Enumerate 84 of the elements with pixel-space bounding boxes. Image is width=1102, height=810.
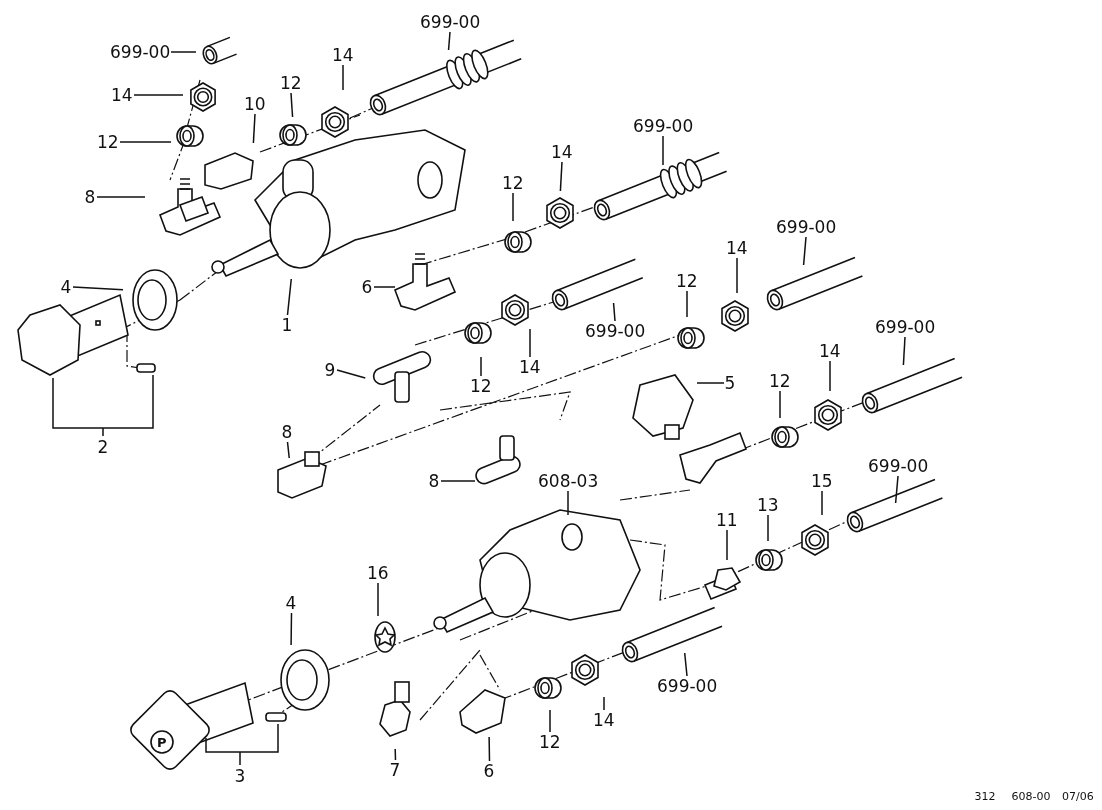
leader-line [286, 278, 292, 316]
callout-number: 15 [810, 471, 834, 491]
callout-number: 12 [469, 376, 493, 396]
leader-line [529, 328, 531, 358]
leader-line [612, 302, 616, 322]
leader-line [902, 336, 906, 366]
leader-line [480, 356, 482, 377]
leader-line [394, 748, 397, 761]
leader-line [829, 360, 831, 392]
callout-number: 12 [538, 732, 562, 752]
leader-line [96, 196, 146, 198]
leader-line [447, 31, 451, 51]
callout-number: 14 [518, 357, 542, 377]
callout-number: 699-00 [775, 217, 838, 237]
callout-number: 7 [388, 760, 402, 780]
leader-line [512, 192, 514, 222]
leader-line [683, 652, 688, 677]
callout-number: 13 [756, 495, 780, 515]
leader-line [488, 736, 491, 762]
callout-number: 4 [284, 593, 298, 613]
callout-number: 699-00 [419, 12, 482, 32]
callout-number: 699-00 [632, 116, 695, 136]
callout-number: 6 [482, 761, 496, 781]
leader-line [696, 382, 725, 384]
callout-number: 10 [243, 94, 267, 114]
callout-number: 699-00 [109, 42, 172, 62]
callout-number: 1 [280, 315, 294, 335]
callout-number: 9 [323, 360, 337, 380]
callout-number: 5 [723, 373, 737, 393]
leader-line [290, 92, 294, 118]
callout-number: 12 [675, 271, 699, 291]
callout-number: 12 [768, 371, 792, 391]
leader-line [440, 480, 476, 482]
callout-number: 14 [331, 45, 355, 65]
drawing-reference: 608-00 [1011, 789, 1051, 803]
callout-number: 2 [96, 437, 110, 457]
leader-line [336, 369, 366, 379]
leader-line [821, 490, 823, 516]
callout-number: 8 [83, 187, 97, 207]
leader-line [342, 64, 344, 91]
leader-line [373, 286, 396, 288]
leader-line [802, 236, 807, 266]
callout-number: 608-03 [537, 471, 600, 491]
drawing-reference: 07/06 [1062, 789, 1094, 803]
callout-number: 699-00 [874, 317, 937, 337]
callout-number: 699-00 [656, 676, 719, 696]
callout-number: 3 [233, 766, 247, 786]
callout-number: 14 [725, 238, 749, 258]
callout-number: 8 [280, 422, 294, 442]
leader-line [726, 529, 728, 561]
callout-number: 6 [360, 277, 374, 297]
leader-line [567, 490, 569, 516]
leader-line [170, 51, 197, 53]
callout-number: 699-00 [584, 321, 647, 341]
leader-line [286, 441, 290, 459]
leader-line [662, 135, 664, 166]
callout-number: 11 [715, 510, 739, 530]
leader-line [133, 94, 184, 96]
callout-number: 16 [366, 563, 390, 583]
leader-line [252, 113, 256, 144]
callout-number: 14 [110, 85, 134, 105]
leader-line [736, 257, 738, 294]
callout-number: 14 [550, 142, 574, 162]
callout-number: 12 [501, 173, 525, 193]
callout-number: 12 [279, 73, 303, 93]
callout-number: 14 [592, 710, 616, 730]
leader-line [72, 286, 124, 291]
leader-line [603, 696, 605, 711]
leader-line [686, 290, 688, 318]
callout-number: 4 [59, 277, 73, 297]
leader-line [779, 390, 781, 419]
callout-number: 699-00 [867, 456, 930, 476]
leader-line [767, 514, 769, 542]
knob-symbol-letter: P [157, 734, 167, 750]
leader-line [119, 141, 172, 143]
leader-line [549, 709, 551, 733]
leader-line [290, 612, 293, 646]
callout-number: 14 [818, 341, 842, 361]
leader-line [377, 582, 379, 617]
callout-number: 8 [427, 471, 441, 491]
drawing-reference: 312 [974, 789, 996, 803]
leader-line [894, 475, 899, 504]
leader-line [559, 161, 563, 192]
callout-number: 12 [96, 132, 120, 152]
